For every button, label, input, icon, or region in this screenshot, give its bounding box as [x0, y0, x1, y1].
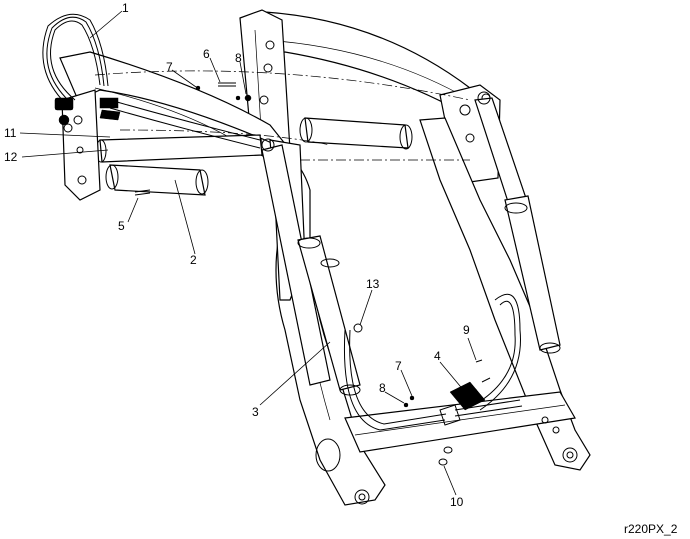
callouts: 1 2 3 4 5 6 7 7 8 8 9 10 11 12 13: [4, 1, 470, 509]
quick-coupler: [54, 97, 121, 133]
callout-13: 13: [366, 277, 380, 291]
figure-reference-code: r220PX_2: [624, 522, 678, 536]
callout-5: 5: [118, 219, 125, 233]
valve-block: [439, 381, 486, 426]
callout-8-bottom: 8: [379, 381, 386, 395]
hydraulic-hoses: [42, 13, 523, 431]
callout-9: 9: [463, 323, 470, 337]
callout-1: 1: [122, 1, 129, 15]
callout-12: 12: [4, 150, 18, 164]
pins-clips: [134, 82, 491, 466]
callout-10: 10: [450, 495, 464, 509]
leader-lines: [19, 10, 477, 496]
callout-7-bottom: 7: [395, 359, 402, 373]
callout-7-top: 7: [166, 60, 173, 74]
right-lift-cylinder: [474, 91, 561, 354]
callout-2: 2: [190, 253, 197, 267]
centerlines: [94, 70, 471, 161]
callout-6: 6: [203, 47, 210, 61]
callout-3: 3: [252, 405, 259, 419]
callout-4: 4: [434, 349, 441, 363]
callout-11: 11: [4, 126, 17, 140]
callout-8-top: 8: [235, 51, 242, 65]
